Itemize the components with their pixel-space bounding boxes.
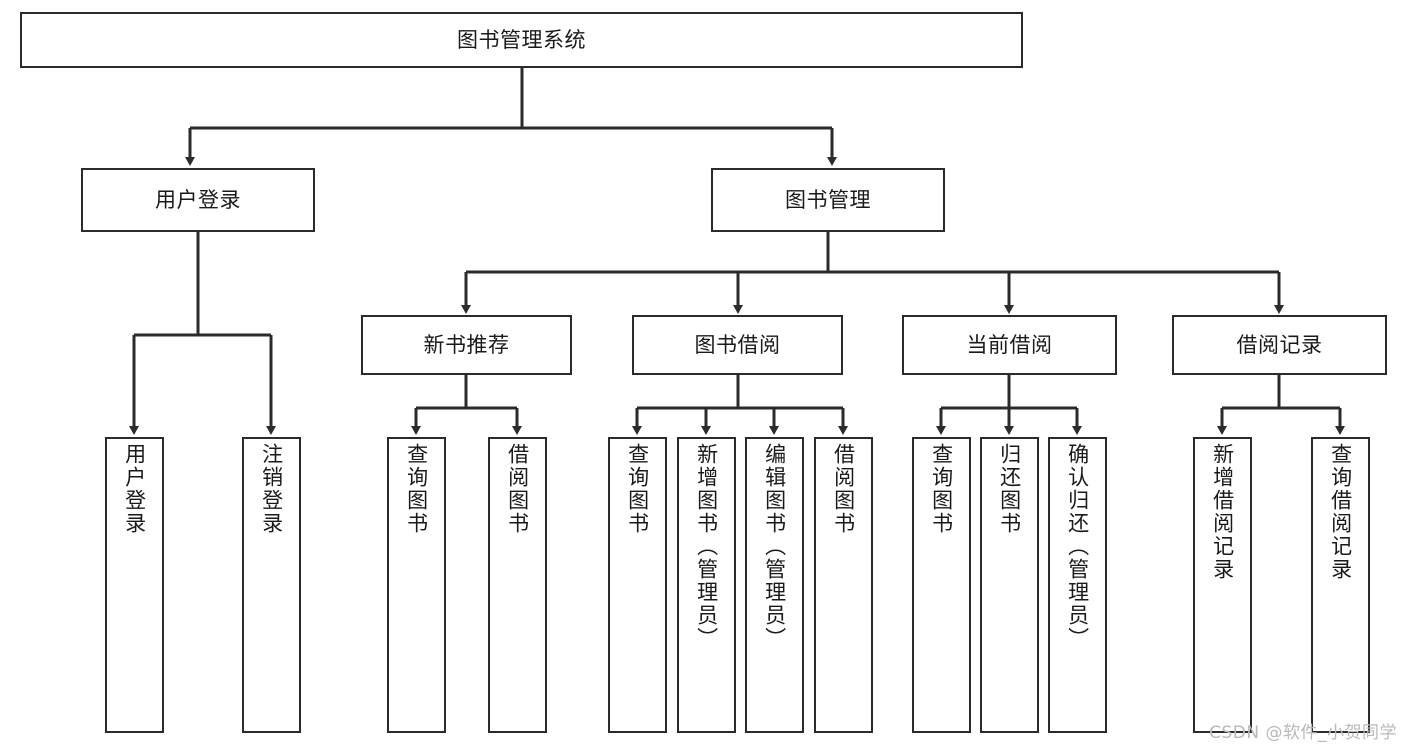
node-leaf-borrow-book-2[interactable]: 借阅图书 bbox=[814, 437, 873, 733]
node-leaf-query-book-1[interactable]: 查询图书 bbox=[387, 437, 446, 733]
node-leaf-add-book[interactable]: 新增图书（管理员） bbox=[677, 437, 736, 733]
node-leaf-add-record-label: 新增借阅记录 bbox=[1210, 443, 1235, 581]
node-book-borrow[interactable]: 图书借阅 bbox=[632, 315, 843, 375]
node-leaf-confirm-return-label: 确认归还（管理员） bbox=[1065, 443, 1090, 650]
node-leaf-add-book-label: 新增图书（管理员） bbox=[694, 443, 719, 650]
csdn-watermark: CSDN @软件_小贺同学 bbox=[1209, 723, 1397, 743]
node-leaf-edit-book[interactable]: 编辑图书（管理员） bbox=[745, 437, 804, 733]
node-new-book-recommend-label: 新书推荐 bbox=[423, 332, 510, 357]
node-user-login[interactable]: 用户登录 bbox=[81, 168, 315, 232]
node-leaf-logout-label: 注销登录 bbox=[259, 443, 284, 535]
node-leaf-borrow-book-1[interactable]: 借阅图书 bbox=[488, 437, 547, 733]
node-leaf-borrow-book-1-label: 借阅图书 bbox=[505, 443, 530, 535]
node-leaf-return-book[interactable]: 归还图书 bbox=[980, 437, 1039, 733]
node-current-borrow-label: 当前借阅 bbox=[966, 332, 1053, 357]
node-leaf-query-book-3-label: 查询图书 bbox=[929, 443, 954, 535]
node-leaf-query-book-2-label: 查询图书 bbox=[625, 443, 650, 535]
node-current-borrow[interactable]: 当前借阅 bbox=[902, 315, 1117, 375]
node-book-management-label: 图书管理 bbox=[785, 187, 871, 212]
node-leaf-logout[interactable]: 注销登录 bbox=[242, 437, 301, 733]
node-leaf-return-book-label: 归还图书 bbox=[997, 443, 1022, 535]
node-borrow-record-label: 借阅记录 bbox=[1236, 332, 1323, 357]
node-leaf-user-login[interactable]: 用户登录 bbox=[105, 437, 164, 733]
node-root-label: 图书管理系统 bbox=[457, 27, 586, 52]
node-leaf-borrow-book-2-label: 借阅图书 bbox=[831, 443, 856, 535]
node-new-book-recommend[interactable]: 新书推荐 bbox=[361, 315, 572, 375]
node-book-management[interactable]: 图书管理 bbox=[711, 168, 945, 232]
node-book-borrow-label: 图书借阅 bbox=[694, 332, 781, 357]
node-leaf-query-record-label: 查询借阅记录 bbox=[1328, 443, 1353, 581]
node-root[interactable]: 图书管理系统 bbox=[20, 12, 1023, 68]
node-leaf-user-login-label: 用户登录 bbox=[122, 443, 147, 535]
node-user-login-label: 用户登录 bbox=[155, 187, 241, 212]
node-borrow-record[interactable]: 借阅记录 bbox=[1172, 315, 1387, 375]
node-leaf-edit-book-label: 编辑图书（管理员） bbox=[762, 443, 787, 650]
node-leaf-confirm-return[interactable]: 确认归还（管理员） bbox=[1048, 437, 1107, 733]
node-leaf-query-record[interactable]: 查询借阅记录 bbox=[1311, 437, 1370, 733]
node-leaf-query-book-3[interactable]: 查询图书 bbox=[912, 437, 971, 733]
node-leaf-query-book-1-label: 查询图书 bbox=[404, 443, 429, 535]
node-leaf-add-record[interactable]: 新增借阅记录 bbox=[1193, 437, 1252, 733]
node-leaf-query-book-2[interactable]: 查询图书 bbox=[608, 437, 667, 733]
